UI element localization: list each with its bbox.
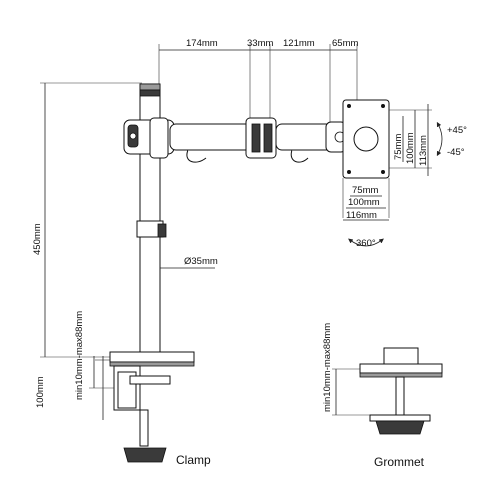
tilt-arc — [436, 121, 443, 157]
cable-hook-1 — [186, 149, 207, 163]
dim-tilt-offset: 65mm — [332, 38, 358, 49]
arm-segment-2 — [275, 123, 335, 151]
dim-pole-height: 450mm — [32, 223, 43, 255]
grommet-knob — [375, 420, 425, 435]
dim-vesa-h-100: 100mm — [405, 132, 416, 164]
middle-joint-screw-right — [263, 123, 273, 153]
dim-vesa-w-75: 75mm — [352, 185, 378, 196]
vesa-hole — [381, 170, 385, 174]
vesa-plate — [342, 99, 390, 179]
vesa-hole — [347, 170, 351, 174]
dim-rotation: 360° — [356, 238, 376, 249]
grommet: min10mm-max88mm Grommet — [322, 323, 443, 469]
dim-plate-h: 113mm — [418, 135, 429, 166]
clamp-screw — [139, 409, 149, 447]
grommet-bottom-plate — [369, 414, 431, 422]
dim-clamp-thickness: min10mm-max88mm — [74, 311, 85, 400]
pole-cap-shade — [139, 89, 161, 97]
dim-arm-segment-1: 174mm — [186, 38, 218, 49]
vesa-hole — [381, 104, 385, 108]
cable-hook-2 — [290, 149, 309, 163]
dim-arm-segment-2: 121mm — [283, 38, 315, 49]
grommet-pole-stub — [383, 347, 419, 365]
top-dimensions: 174mm 33mm 121mm 65mm — [158, 38, 358, 122]
dim-joint-width: 33mm — [247, 38, 273, 49]
desk-plate-shade — [109, 361, 195, 367]
vesa-horizontal-dimensions: 75mm 100mm 116mm 360° — [342, 178, 390, 249]
desk-plate-top — [109, 351, 195, 363]
dim-tilt-down: -45° — [447, 147, 465, 158]
dim-vesa-h-75: 75mm — [393, 134, 404, 160]
dim-plate-w: 116mm — [346, 210, 377, 221]
vesa-plate-hub — [353, 126, 379, 152]
dim-tilt-up: +45° — [447, 125, 467, 136]
pole-height-dimension: 450mm — [32, 82, 142, 358]
grommet-top-plate — [359, 363, 443, 374]
grommet-plate-shade — [359, 372, 443, 378]
collar-hinge — [149, 117, 169, 159]
arm-assembly — [123, 117, 347, 163]
dim-grommet-thickness: min10mm-max88mm — [322, 323, 333, 412]
cable-clip-tab — [157, 223, 167, 238]
vesa-vertical-dimensions: 75mm 100mm 113mm +45° -45° — [389, 104, 467, 176]
desk-clamp: min10mm-max88mm 100mm Clamp — [35, 311, 211, 467]
collar-screw — [129, 132, 137, 140]
grommet-rod — [395, 376, 405, 416]
clamp-jaw — [129, 375, 171, 385]
caption-clamp: Clamp — [176, 453, 211, 467]
vesa-hole — [347, 104, 351, 108]
arm-segment-1 — [169, 123, 253, 151]
dim-pole-diameter: Ø35mm — [184, 256, 218, 267]
caption-grommet: Grommet — [374, 455, 425, 469]
dim-vesa-w-100: 100mm — [348, 197, 380, 208]
clamp-knob — [123, 447, 167, 463]
pole-cap — [139, 83, 161, 91]
rotation-arc — [348, 238, 384, 247]
dim-clamp-height: 100mm — [35, 376, 46, 408]
middle-joint-screw-left — [251, 123, 261, 153]
